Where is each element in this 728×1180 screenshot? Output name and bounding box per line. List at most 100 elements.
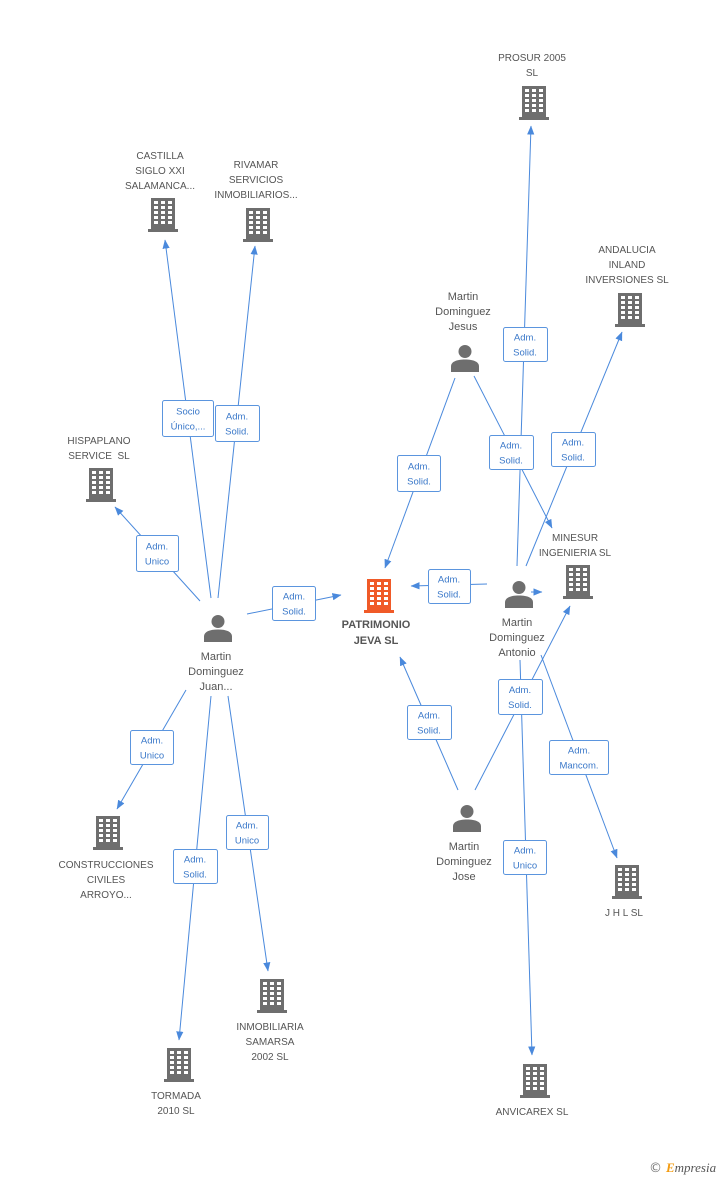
relation-role-label-jose-to-minesur: Adm. Solid. [498, 679, 543, 715]
company-name-line: MINESUR [552, 533, 598, 544]
relation-role-label-juan-to-patrimonio: Adm. Solid. [272, 586, 316, 621]
relation-role-line: Adm. [514, 333, 536, 344]
company-node-inmobiliaria-samarsa[interactable]: INMOBILIARIA SAMARSA 2002 SL [236, 979, 304, 1063]
person-name-line: Jesus [449, 321, 478, 333]
relation-role-line: Solid. [513, 348, 537, 359]
relation-role-line: Mancom. [559, 761, 598, 772]
company-name-line: INGENIERIA SL [539, 548, 612, 559]
person-icon [204, 615, 232, 642]
relation-role-line: Adm. [146, 542, 168, 553]
relation-role-line: Solid. [183, 870, 207, 881]
company-node-tormada-2010[interactable]: TORMADA 2010 SL [151, 1048, 201, 1117]
relation-role-label-juan-to-hispaplano: Adm. Unico [136, 535, 179, 572]
relation-role-line: Adm. [418, 711, 440, 722]
relation-role-label-antonio-to-anvicarex: Adm. Unico [503, 840, 547, 875]
company-node-jhl-sl[interactable]: J H L SL [605, 865, 643, 919]
building-icon [257, 979, 287, 1013]
company-node-construcciones-civiles[interactable]: CONSTRUCCIONES CIVILES ARROYO... [58, 816, 154, 901]
relation-role-line: Adm. [141, 736, 163, 747]
company-name-line: INMOBILIARIOS... [214, 190, 297, 201]
company-node-minesur-ingenieria[interactable]: MINESUR INGENIERIA SL [539, 533, 612, 599]
relation-role-line: Solid. [407, 477, 431, 488]
relation-role-label-antonio-to-andalucia: Adm. Solid. [551, 432, 596, 467]
relation-role-line: Adm. [184, 855, 206, 866]
person-name-line: Jose [452, 871, 475, 883]
relation-role-line: Solid. [282, 607, 306, 618]
building-icon [520, 1064, 550, 1098]
company-name-line: ARROYO... [80, 890, 132, 901]
person-name-line: Martin [502, 617, 533, 629]
building-icon [243, 208, 273, 242]
relation-role-line: Adm. [568, 746, 590, 757]
person-name-line: Martin [201, 651, 232, 663]
relation-role-line: Adm. [408, 462, 430, 473]
company-name-line: 2010 SL [157, 1106, 195, 1117]
relation-role-line: Solid. [499, 456, 523, 467]
company-node-andalucia-inland[interactable]: ANDALUCIA INLAND INVERSIONES SL [585, 245, 669, 327]
central-company-name-line: JEVA SL [354, 635, 399, 647]
relation-role-line: Adm. [226, 412, 248, 423]
relation-role-line: Solid. [417, 726, 441, 737]
company-node-rivamar-servicios[interactable]: RIVAMAR SERVICIOS INMOBILIARIOS... [214, 160, 298, 242]
person-name-line: Dominguez [188, 666, 244, 678]
relation-role-line: Unico [235, 836, 259, 847]
relation-role-line: Solid. [561, 453, 585, 464]
person-icon [451, 345, 479, 372]
person-name-line: Martin [448, 291, 479, 303]
company-name-line: INMOBILIARIA [236, 1022, 304, 1033]
copyright-symbol: © [649, 1161, 662, 1176]
relation-role-line: Solid. [437, 590, 461, 601]
company-name-line: CASTILLA [136, 151, 184, 162]
building-icon [164, 1048, 194, 1082]
relation-role-line: Unico [140, 751, 164, 762]
building-icon [364, 579, 394, 613]
company-name-line: TORMADA [151, 1091, 201, 1102]
relation-role-line: Único,... [171, 422, 206, 433]
company-node-anvicarex-sl[interactable]: ANVICAREX SL [496, 1064, 569, 1118]
company-node-castilla-siglo-xxi[interactable]: CASTILLA SIGLO XXI SALAMANCA... [125, 151, 195, 232]
company-name-line: J H L SL [605, 908, 643, 919]
relation-role-line: Adm. [509, 685, 531, 696]
relation-role-line: Adm. [438, 575, 460, 586]
person-name-line: Dominguez [436, 856, 492, 868]
person-node-martin-dominguez-jesus[interactable]: Martin Dominguez Jesus [435, 291, 491, 372]
company-name-line: CONSTRUCCIONES [58, 860, 153, 871]
relation-role-line: Adm. [283, 592, 305, 603]
company-name-line: SAMARSA [246, 1037, 295, 1048]
building-icon [86, 468, 116, 502]
company-name-line: ANDALUCIA [598, 245, 656, 256]
building-icon [148, 198, 178, 232]
person-node-martin-dominguez-jose[interactable]: Martin Dominguez Jose [436, 805, 492, 883]
building-icon [93, 816, 123, 850]
relation-role-label-antonio-to-prosur: Adm. Solid. [503, 327, 548, 362]
building-icon [612, 865, 642, 899]
relation-role-label-juan-to-castilla: Socio Único,... [162, 400, 214, 437]
company-name-line: SERVICE SL [68, 451, 130, 462]
relation-role-line: Adm. [236, 821, 258, 832]
relation-role-line: Unico [513, 861, 537, 872]
brand-name: Empresia [666, 1160, 717, 1175]
relation-role-label-juan-to-construcciones: Adm. Unico [130, 730, 174, 765]
person-name-line: Dominguez [489, 632, 545, 644]
company-name-line: SALAMANCA... [125, 181, 195, 192]
person-node-martin-dominguez-antonio[interactable]: Martin Dominguez Antonio [489, 581, 545, 659]
central-company-name-line: PATRIMONIO [342, 619, 411, 631]
central-company-node-patrimonio-jeva-sl[interactable]: PATRIMONIO JEVA SL [342, 579, 411, 647]
building-icon [615, 293, 645, 327]
person-name-line: Antonio [498, 647, 535, 659]
person-node-martin-dominguez-juan[interactable]: Martin Dominguez Juan... [188, 615, 244, 693]
relation-role-label-juan-to-rivamar: Adm. Solid. [215, 405, 260, 442]
relation-role-label-jose-to-patrimonio: Adm. Solid. [407, 705, 452, 740]
relation-role-line: Socio [176, 407, 200, 418]
empresia-logo[interactable]: © Empresia [649, 1158, 716, 1178]
relation-role-line: Adm. [562, 438, 584, 449]
person-icon [505, 581, 533, 608]
relation-role-line: Unico [145, 557, 169, 568]
relation-role-label-jesus-to-minesur: Adm. Solid. [489, 435, 534, 470]
building-icon [563, 565, 593, 599]
company-name-line: SIGLO XXI [135, 166, 184, 177]
company-node-prosur-2005-sl[interactable]: PROSUR 2005 SL [498, 53, 566, 120]
company-node-hispaplano-service[interactable]: HISPAPLANO SERVICE SL [67, 436, 131, 502]
company-name-line: SERVICIOS [229, 175, 284, 186]
person-name-line: Juan... [199, 681, 232, 693]
